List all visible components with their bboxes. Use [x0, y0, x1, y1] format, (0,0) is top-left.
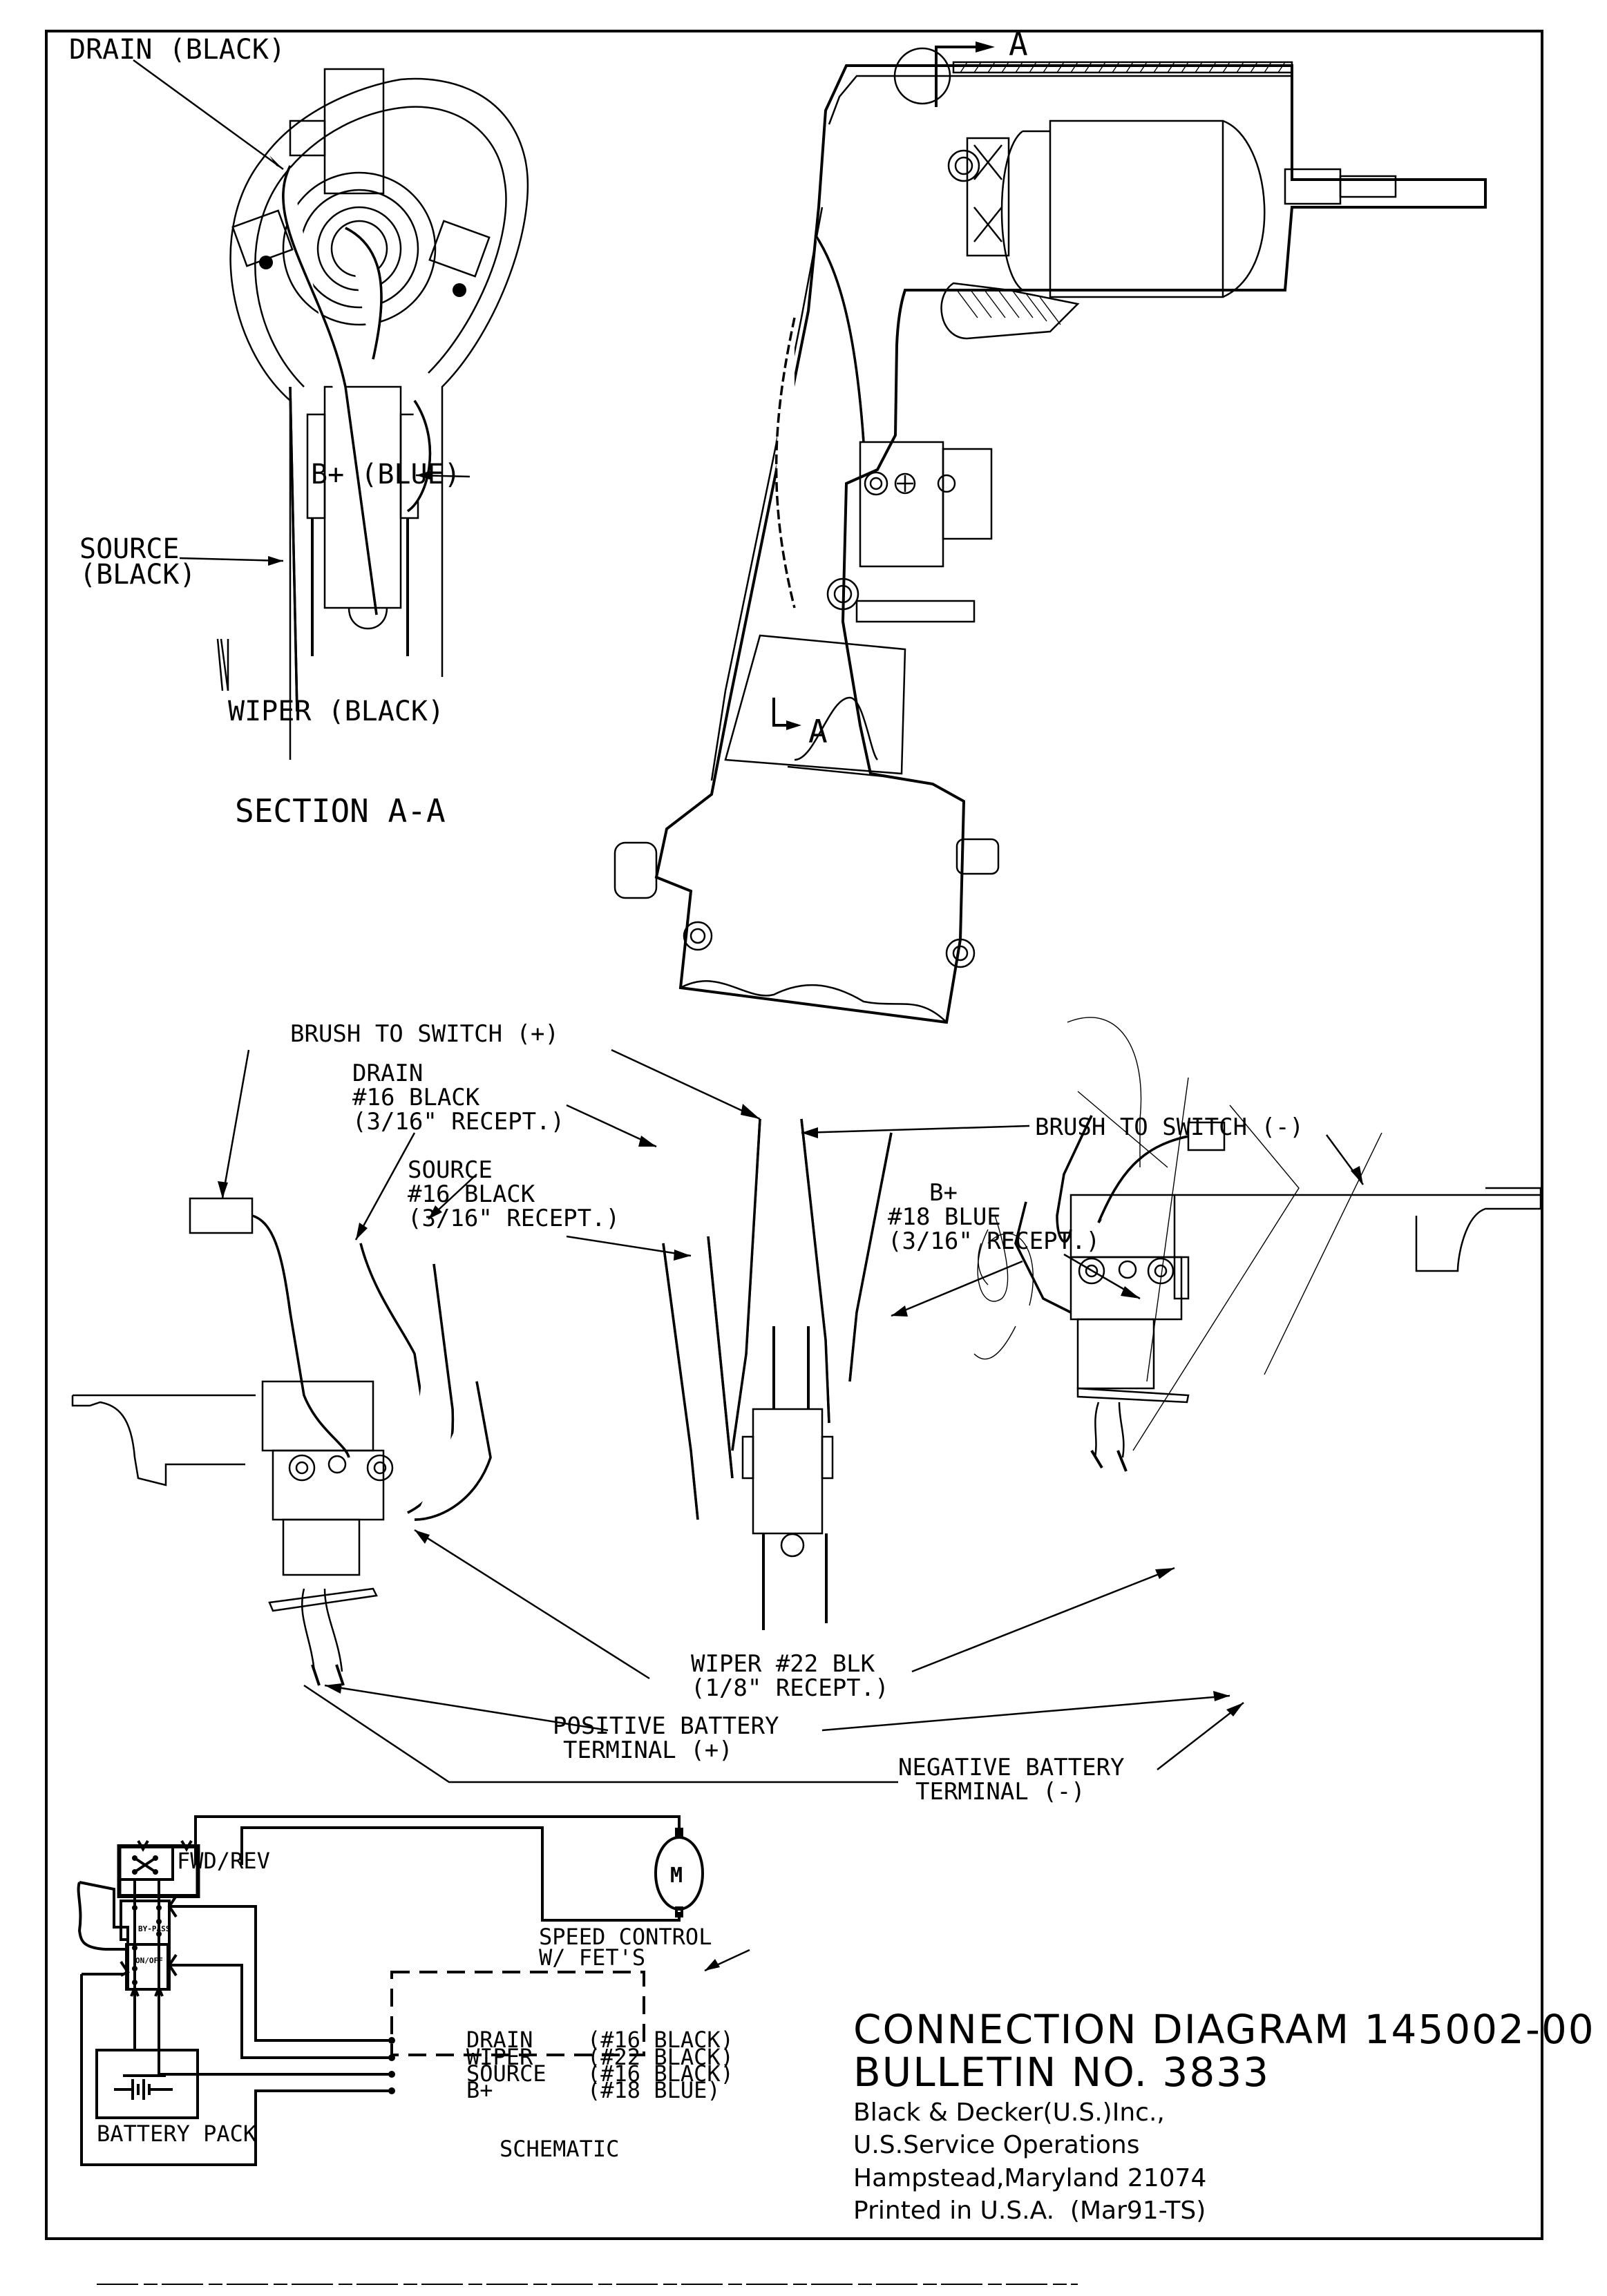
callout-wiper-1: WIPER #22 BLK	[691, 1650, 875, 1678]
company-line-3: Hampstead,Maryland 21074	[853, 2164, 1206, 2192]
callout-positive-terminal-1: POSITIVE BATTERY	[553, 1712, 779, 1740]
callout-negative-terminal-2: TERMINAL (-)	[915, 1778, 1085, 1806]
battery-pack-box	[95, 2049, 199, 2119]
section-label-source-1: SOURCE	[79, 533, 180, 565]
callout-brush-minus: BRUSH TO SWITCH (-)	[1035, 1113, 1304, 1141]
callout-source-3: (3/16" RECEPT.)	[408, 1205, 620, 1232]
company-line-1: Black & Decker(U.S.)Inc.,	[853, 2098, 1165, 2127]
fwd-rev-label: FWD/REV	[177, 1848, 270, 1874]
terminal-drain-wire: (#16 BLACK)	[587, 2027, 734, 2053]
bypass-label: BY-PASS	[138, 1924, 170, 1933]
document-title: CONNECTION DIAGRAM 145002-00	[853, 2006, 1595, 2053]
callout-positive-terminal-2: TERMINAL (+)	[563, 1737, 733, 1764]
callout-source-2: #16 BLACK	[408, 1180, 535, 1208]
callout-negative-terminal-1: NEGATIVE BATTERY	[898, 1754, 1125, 1781]
speed-control-label-2: W/ FET'S	[539, 1944, 645, 1971]
sheet-border	[45, 30, 1543, 2240]
callout-brush-plus: BRUSH TO SWITCH (+)	[290, 1020, 559, 1048]
callout-bplus-3: (3/16" RECEPT.)	[888, 1227, 1100, 1255]
schematic-title: SCHEMATIC	[500, 2136, 619, 2162]
section-label-bplus: B+ (BLUE)	[311, 459, 461, 490]
bulletin-number: BULLETIN NO. 3833	[853, 2049, 1270, 2096]
section-label-source-2: (BLACK)	[79, 559, 196, 591]
section-marker-bottom: A	[808, 713, 828, 750]
company-line-4: Printed in U.S.A. (Mar91-TS)	[853, 2197, 1206, 2225]
callout-bplus-1: B+	[929, 1179, 958, 1207]
terminal-wiper-name: WIPER	[466, 2044, 533, 2070]
terminal-drain-name: DRAIN	[466, 2027, 533, 2053]
speed-control-box	[390, 1971, 645, 2056]
callout-wiper-2: (1/8" RECEPT.)	[691, 1674, 889, 1702]
battery-pack-label: BATTERY PACK	[97, 2121, 257, 2147]
wiring-exploded-view	[71, 1017, 1542, 1783]
section-title: SECTION A-A	[235, 792, 446, 830]
callout-bplus-2: #18 BLUE	[888, 1203, 1001, 1231]
section-a-a-view	[133, 59, 529, 760]
callout-source-1: SOURCE	[408, 1156, 493, 1184]
terminal-bplus-name: B+	[466, 2077, 493, 2103]
terminal-wiper-wire: (#22 BLACK)	[587, 2044, 734, 2070]
left-switch-assembly	[71, 1197, 492, 1686]
motor-label: M	[670, 1864, 683, 1888]
speed-control-label-1: SPEED CONTROL	[539, 1924, 712, 1950]
right-switch-assembly	[1014, 1115, 1542, 1472]
callout-drain-1: DRAIN	[352, 1060, 423, 1087]
callout-leaders	[218, 1049, 1364, 1783]
handwritten-scribble	[973, 1017, 1382, 1451]
schematic-diagram: BY-PASS ON/OFF	[77, 1815, 750, 2166]
terminal-bplus-wire: (#18 BLUE)	[587, 2077, 721, 2103]
center-brush-module	[662, 1118, 893, 1630]
company-line-2: U.S.Service Operations	[853, 2131, 1140, 2159]
callout-drain-3: (3/16" RECEPT.)	[352, 1108, 564, 1136]
terminal-source-wire: (#16 BLACK)	[587, 2060, 734, 2087]
drill-side-view	[614, 41, 1487, 1024]
section-marker-top: A	[1009, 26, 1028, 63]
terminal-source-name: SOURCE	[466, 2060, 546, 2087]
section-label-wiper: WIPER (BLACK)	[228, 696, 444, 727]
callout-drain-2: #16 BLACK	[352, 1084, 480, 1111]
section-label-drain: DRAIN (BLACK)	[69, 34, 285, 66]
on-off-label: ON/OFF	[135, 1956, 163, 1965]
